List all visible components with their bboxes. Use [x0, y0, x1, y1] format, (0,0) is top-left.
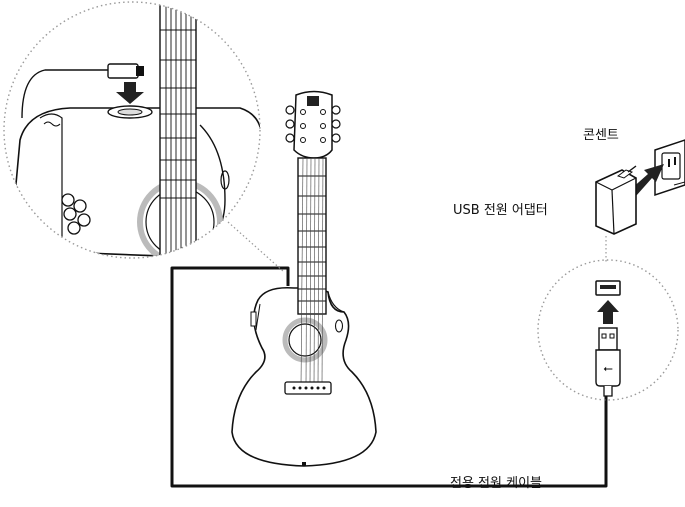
zoom-leader-line — [227, 221, 285, 273]
power-cable — [170, 266, 608, 488]
usb-up-arrow-icon — [597, 300, 619, 324]
insert-arrow-icon — [116, 82, 144, 104]
outlet-label: 콘센트 — [583, 128, 619, 143]
usb-symbol-icon: ⭠ — [603, 361, 613, 375]
usb-adapter — [595, 165, 637, 235]
usb-detail: ⭠ — [537, 259, 679, 401]
usb-adapter-label: USB 전원 어댑터 — [453, 203, 548, 218]
power-cable-label: 전용 전원 케이블 — [450, 476, 542, 491]
plug-in-arrow-icon — [630, 164, 664, 196]
guitar — [231, 90, 377, 467]
zoom-detail — [3, 1, 261, 259]
